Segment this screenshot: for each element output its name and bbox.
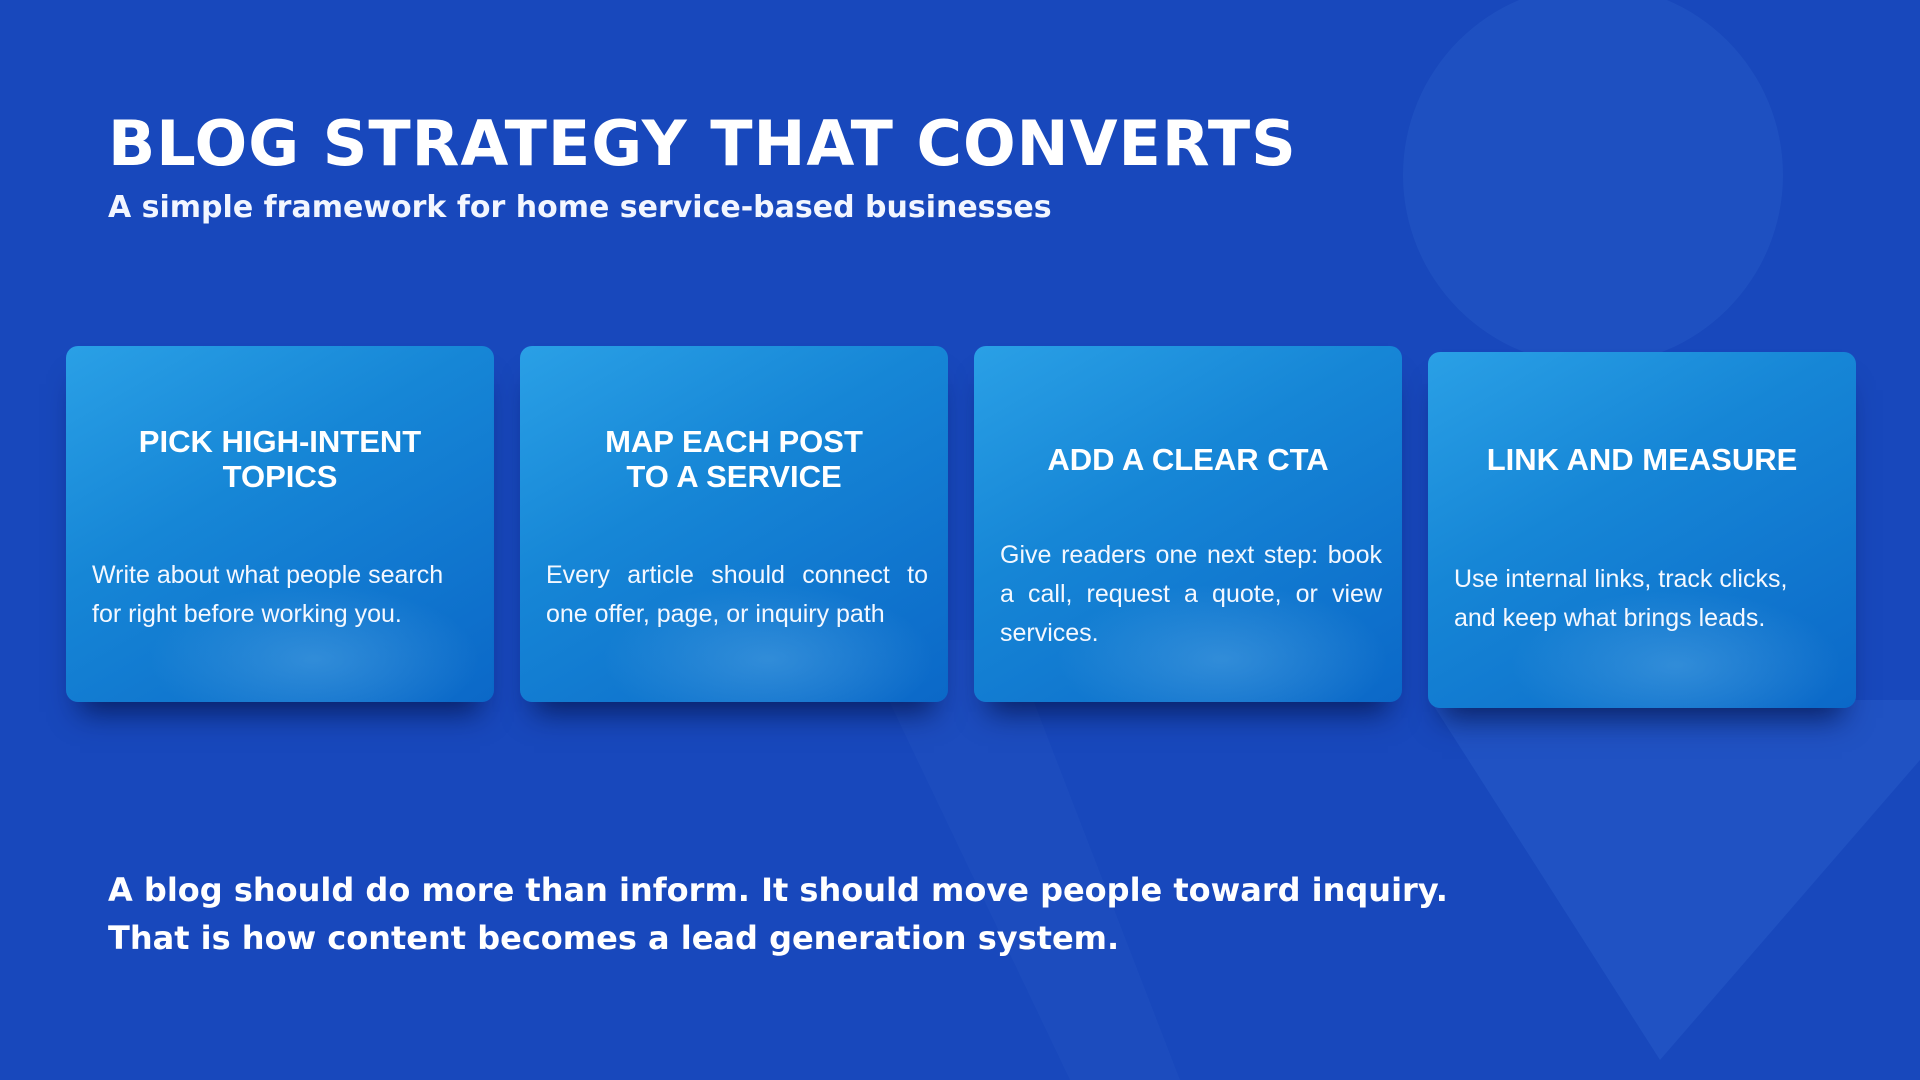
footer-line-1: A blog should do more than inform. It sh… [108,871,1448,909]
card-text: Give readers one next step: book a call,… [1000,541,1382,647]
page-subtitle: A simple framework for home service-base… [108,190,1052,225]
card-pick-high-intent-topics: PICK HIGH-INTENT TOPICS Write about what… [66,346,494,702]
card-text: Write about what people search for right… [92,561,444,628]
card-title: LINK AND MEASURE [1486,442,1798,477]
card-link-and-measure: LINK AND MEASURE Use internal links, tra… [1428,352,1856,708]
card-text: Use internal links, track clicks, and ke… [1454,565,1788,632]
card-text: Every article should connect to one offe… [546,561,928,628]
background-triangle-right [1430,700,1920,1060]
page-title: BLOG STRATEGY THAT CONVERTS [108,107,1297,180]
footer-message: A blog should do more than inform. It sh… [108,866,1448,962]
card-title: PICK HIGH-INTENT TOPICS [138,424,422,494]
background-triangle-left [860,640,1180,1080]
card-map-each-post: MAP EACH POST TO A SERVICE Every article… [520,346,948,702]
card-add-clear-cta: ADD A CLEAR CTA Give readers one next st… [974,346,1402,702]
background-circle [1403,0,1783,365]
footer-line-2: That is how content becomes a lead gener… [108,919,1120,957]
card-title: ADD A CLEAR CTA [1047,442,1329,477]
card-title: MAP EACH POST TO A SERVICE [605,424,863,494]
